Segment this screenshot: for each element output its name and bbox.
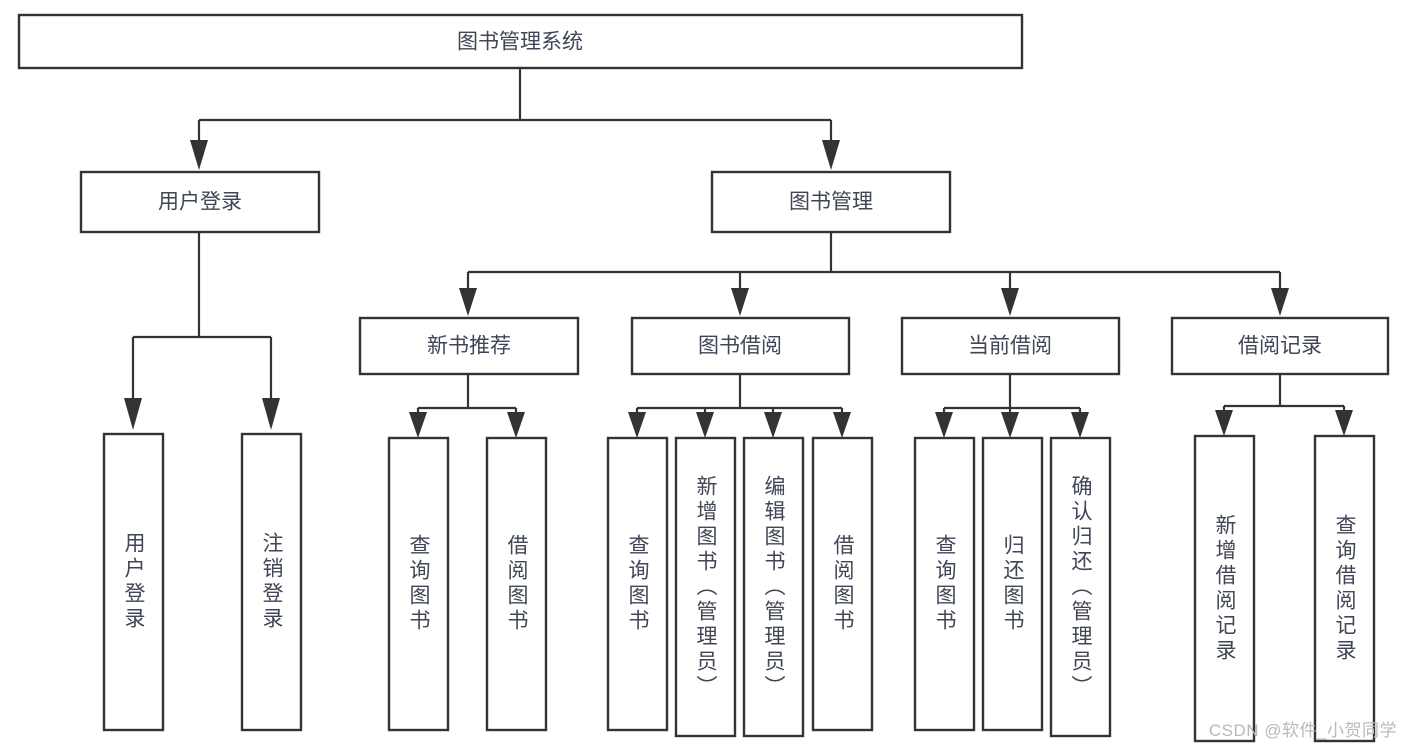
connector-group-book-manage-to-level3 bbox=[459, 232, 1289, 316]
arrowhead-leaf-query-book-3 bbox=[935, 412, 953, 438]
arrowhead-leaf-borrow-book-2 bbox=[833, 412, 851, 438]
arrowhead-leaf-edit-book bbox=[764, 412, 782, 438]
node-new-book-recommend-label: 新书推荐 bbox=[427, 335, 511, 358]
leaf-box-confirm-return[interactable] bbox=[1049, 436, 1112, 738]
connector-borrow-record-trunk bbox=[1222, 374, 1346, 416]
arrowhead-leaf-user-login bbox=[124, 398, 142, 430]
connector-root-trunk bbox=[197, 68, 833, 142]
arrowhead-leaf-confirm-return bbox=[1071, 412, 1089, 438]
arrowhead-leaf-add-record bbox=[1215, 410, 1233, 436]
node-current-borrow-label: 当前借阅 bbox=[968, 335, 1052, 358]
arrowhead-leaf-add-book bbox=[696, 412, 714, 438]
connector-group-current-borrow-to-leaves bbox=[935, 374, 1089, 438]
leaf-box-user-login[interactable] bbox=[102, 432, 165, 732]
leaf-box-edit-book[interactable] bbox=[742, 436, 805, 738]
arrowhead-to-book-manage bbox=[822, 140, 840, 170]
leaf-box-add-book[interactable] bbox=[674, 436, 737, 738]
arrowhead-leaf-query-record bbox=[1335, 410, 1353, 436]
node-root[interactable]: 图书管理系统 bbox=[17, 13, 1024, 70]
connector-group-book-borrow-to-leaves bbox=[628, 374, 851, 438]
connector-group-user-login-to-leaves bbox=[124, 232, 280, 430]
connector-group-new-book-recommend-to-leaves bbox=[409, 374, 525, 438]
node-new-book-recommend-box[interactable] bbox=[358, 316, 580, 376]
node-borrow-record[interactable]: 借阅记录 bbox=[1170, 316, 1390, 376]
leaf-box-query-book-3[interactable] bbox=[913, 436, 976, 732]
node-root-label: 图书管理系统 bbox=[457, 31, 583, 54]
connector-book-manage-trunk bbox=[466, 232, 1282, 290]
node-current-borrow-box[interactable] bbox=[900, 316, 1121, 376]
connector-user-login-trunk bbox=[131, 232, 273, 400]
node-current-borrow[interactable]: 当前借阅 bbox=[900, 316, 1121, 376]
arrowhead-leaf-borrow-book-1 bbox=[507, 412, 525, 438]
connector-group-borrow-record-to-leaves bbox=[1215, 374, 1353, 436]
leaf-box-borrow-book-2[interactable] bbox=[811, 436, 874, 732]
node-user-login-label: 用户登录 bbox=[158, 191, 242, 214]
node-book-borrow-box[interactable] bbox=[630, 316, 851, 376]
arrowhead-to-book-borrow bbox=[731, 288, 749, 316]
arrowhead-to-user-login bbox=[190, 140, 208, 170]
leaf-box-borrow-book-1[interactable] bbox=[485, 436, 548, 732]
node-new-book-recommend[interactable]: 新书推荐 bbox=[358, 316, 580, 376]
node-book-borrow[interactable]: 图书借阅 bbox=[630, 316, 851, 376]
connector-group-root-to-level2 bbox=[190, 68, 840, 170]
node-root-box[interactable] bbox=[17, 13, 1024, 70]
watermark-text: CSDN @软件_小贺同学 bbox=[1208, 721, 1397, 740]
arrowhead-to-current-borrow bbox=[1001, 288, 1019, 316]
arrowhead-leaf-query-book-2 bbox=[628, 412, 646, 438]
leaf-box-query-book-1[interactable] bbox=[387, 436, 450, 732]
node-book-borrow-label: 图书借阅 bbox=[698, 335, 782, 358]
leaf-box-add-record[interactable] bbox=[1193, 434, 1256, 743]
arrowhead-leaf-query-book-1 bbox=[409, 412, 427, 438]
arrowhead-leaf-return-book bbox=[1001, 412, 1019, 438]
node-borrow-record-box[interactable] bbox=[1170, 316, 1390, 376]
node-book-manage-box[interactable] bbox=[710, 170, 952, 234]
node-user-login[interactable]: 用户登录 bbox=[79, 170, 321, 234]
connector-new-book-recommend-trunk bbox=[416, 374, 518, 418]
leaf-box-query-record[interactable] bbox=[1313, 434, 1376, 743]
node-book-manage[interactable]: 图书管理 bbox=[710, 170, 952, 234]
node-user-login-box[interactable] bbox=[79, 170, 321, 234]
node-book-manage-label: 图书管理 bbox=[789, 191, 873, 214]
arrowhead-leaf-logout bbox=[262, 398, 280, 430]
leaf-box-return-book[interactable] bbox=[981, 436, 1044, 732]
connector-book-borrow-trunk bbox=[635, 374, 844, 418]
arrowhead-to-new-book-recommend bbox=[459, 288, 477, 316]
arrowhead-to-borrow-record bbox=[1271, 288, 1289, 316]
node-borrow-record-label: 借阅记录 bbox=[1238, 335, 1322, 358]
connector-current-borrow-trunk bbox=[942, 374, 1082, 418]
leaf-box-query-book-2[interactable] bbox=[606, 436, 669, 732]
leaf-box-logout[interactable] bbox=[240, 432, 303, 732]
